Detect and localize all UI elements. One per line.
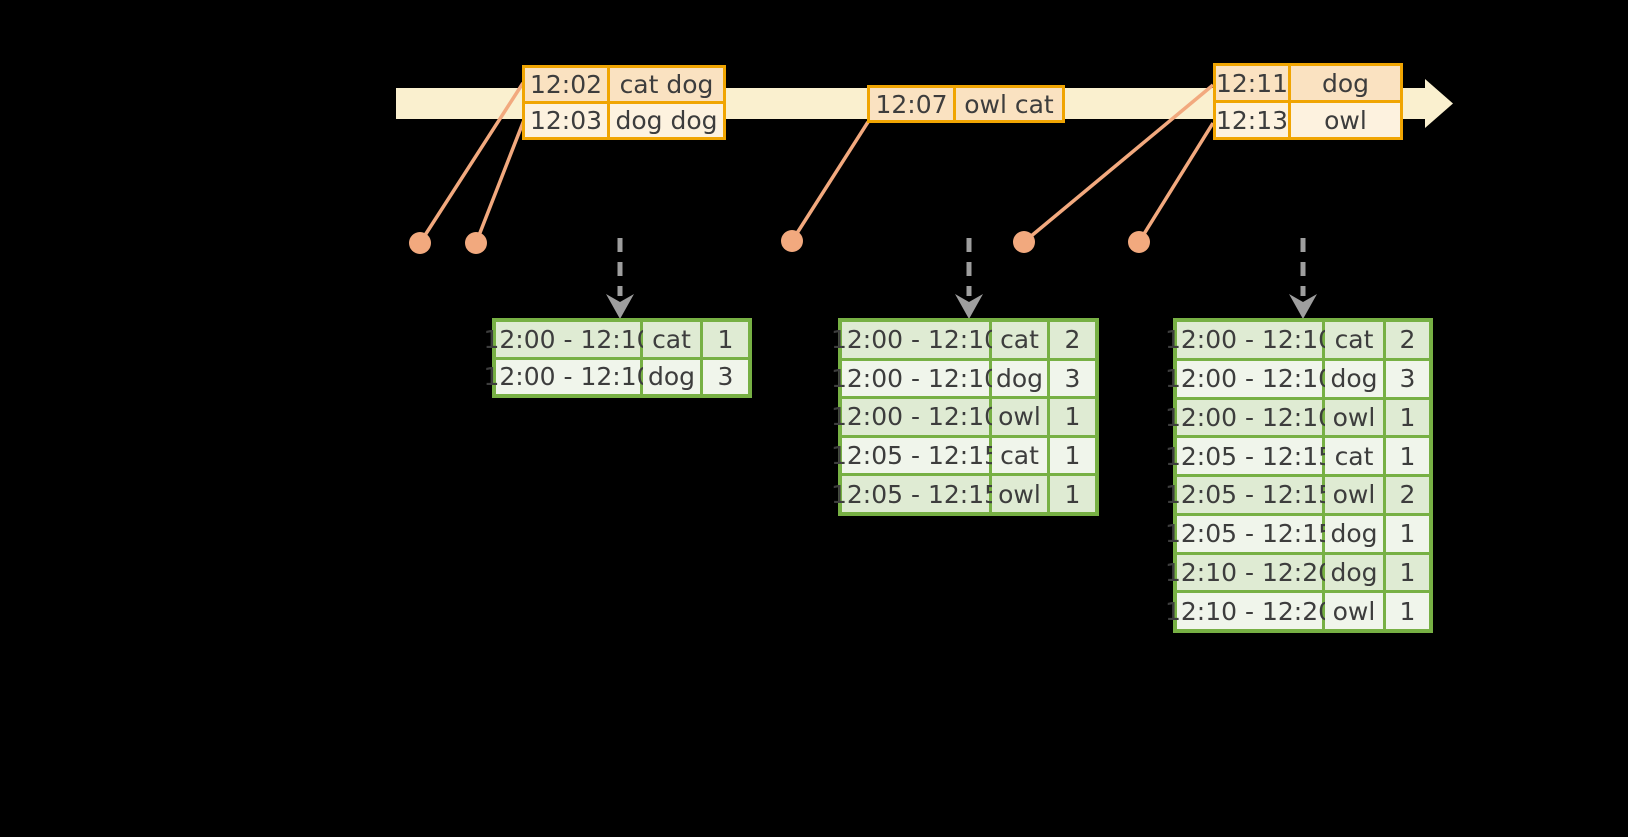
result-cell-word: dog <box>1325 360 1383 397</box>
result-cell-word: owl <box>992 476 1047 512</box>
result-cell-word: cat <box>1325 322 1383 358</box>
result-cell-count: 1 <box>703 322 748 357</box>
result-cell-word: cat <box>992 437 1047 474</box>
event-cell-time: 12:11 <box>1216 66 1288 100</box>
result-cell-window: 12:00 - 12:10 <box>484 322 653 357</box>
result-cell-count: 2 <box>1386 322 1429 358</box>
result-cell-count: 1 <box>1050 437 1095 474</box>
trigger-arrow-1-head-icon <box>606 294 634 319</box>
result-cell-window: 12:05 - 12:15 <box>831 476 1000 512</box>
result-cell-window: 12:05 - 12:15 <box>1165 438 1334 474</box>
result-cell-window: 12:00 - 12:10 <box>1165 360 1334 397</box>
result-cell-window: 12:00 - 12:10 <box>484 359 653 394</box>
event-cell-time: 12:03 <box>525 104 607 137</box>
trigger-arrow-2 <box>955 238 983 319</box>
connector-line-4 <box>1022 83 1215 244</box>
result-cell-word: cat <box>643 322 700 357</box>
result-cell-word: dog <box>1325 554 1383 591</box>
event-cell-time: 12:07 <box>870 88 953 120</box>
result-cell-window: 12:00 - 12:10 <box>831 399 1000 435</box>
event-dot-5 <box>1128 231 1150 253</box>
result-cell-count: 1 <box>1386 593 1429 629</box>
result-cell-count: 3 <box>1050 360 1095 397</box>
event-cell-words: cat dog <box>610 68 723 101</box>
result-cell-word: owl <box>1325 399 1383 436</box>
result-cell-count: 3 <box>703 359 748 394</box>
trigger-arrow-1 <box>606 238 634 319</box>
result-cell-word: cat <box>992 322 1047 358</box>
event-cell-words: owl cat <box>956 88 1062 120</box>
event-dot-1 <box>409 232 431 254</box>
result-cell-word: dog <box>1325 515 1383 552</box>
connector-line-1 <box>418 82 525 244</box>
connector-line-3 <box>790 121 870 242</box>
result-cell-count: 1 <box>1386 399 1429 436</box>
event-dot-3 <box>781 230 803 252</box>
result-cell-count: 1 <box>1386 515 1429 552</box>
result-cell-word: dog <box>643 359 700 394</box>
result-cell-word: cat <box>1325 438 1383 474</box>
result-cell-count: 1 <box>1050 399 1095 435</box>
event-cell-words: owl <box>1291 103 1400 137</box>
result-cell-count: 3 <box>1386 360 1429 397</box>
result-cell-word: owl <box>992 399 1047 435</box>
result-cell-window: 12:00 - 12:10 <box>1165 399 1334 436</box>
event-cell-time: 12:02 <box>525 68 607 101</box>
result-cell-count: 1 <box>1050 476 1095 512</box>
connector-line-2 <box>474 119 526 244</box>
result-cell-window: 12:05 - 12:15 <box>1165 515 1334 552</box>
event-dot-4 <box>1013 231 1035 253</box>
timeline-arrowhead-icon <box>1425 79 1453 128</box>
result-cell-count: 2 <box>1386 477 1429 513</box>
result-cell-window: 12:05 - 12:15 <box>1165 477 1334 513</box>
event-cell-time: 12:13 <box>1216 103 1288 137</box>
connector-line-5 <box>1137 122 1215 243</box>
trigger-arrow-2-head-icon <box>955 294 983 319</box>
trigger-arrow-3 <box>1289 238 1317 319</box>
result-cell-window: 12:10 - 12:20 <box>1165 593 1334 629</box>
trigger-arrow-3-head-icon <box>1289 294 1317 319</box>
event-cell-words: dog dog <box>610 104 723 137</box>
result-cell-word: dog <box>992 360 1047 397</box>
event-cell-words: dog <box>1291 66 1400 100</box>
event-dot-2 <box>465 232 487 254</box>
result-cell-word: owl <box>1325 593 1383 629</box>
result-cell-window: 12:10 - 12:20 <box>1165 554 1334 591</box>
result-cell-count: 1 <box>1386 438 1429 474</box>
result-cell-window: 12:00 - 12:10 <box>831 322 1000 358</box>
result-cell-count: 2 <box>1050 322 1095 358</box>
result-cell-word: owl <box>1325 477 1383 513</box>
result-cell-window: 12:00 - 12:10 <box>1165 322 1334 358</box>
result-cell-window: 12:05 - 12:15 <box>831 437 1000 474</box>
result-cell-count: 1 <box>1386 554 1429 591</box>
result-cell-window: 12:00 - 12:10 <box>831 360 1000 397</box>
